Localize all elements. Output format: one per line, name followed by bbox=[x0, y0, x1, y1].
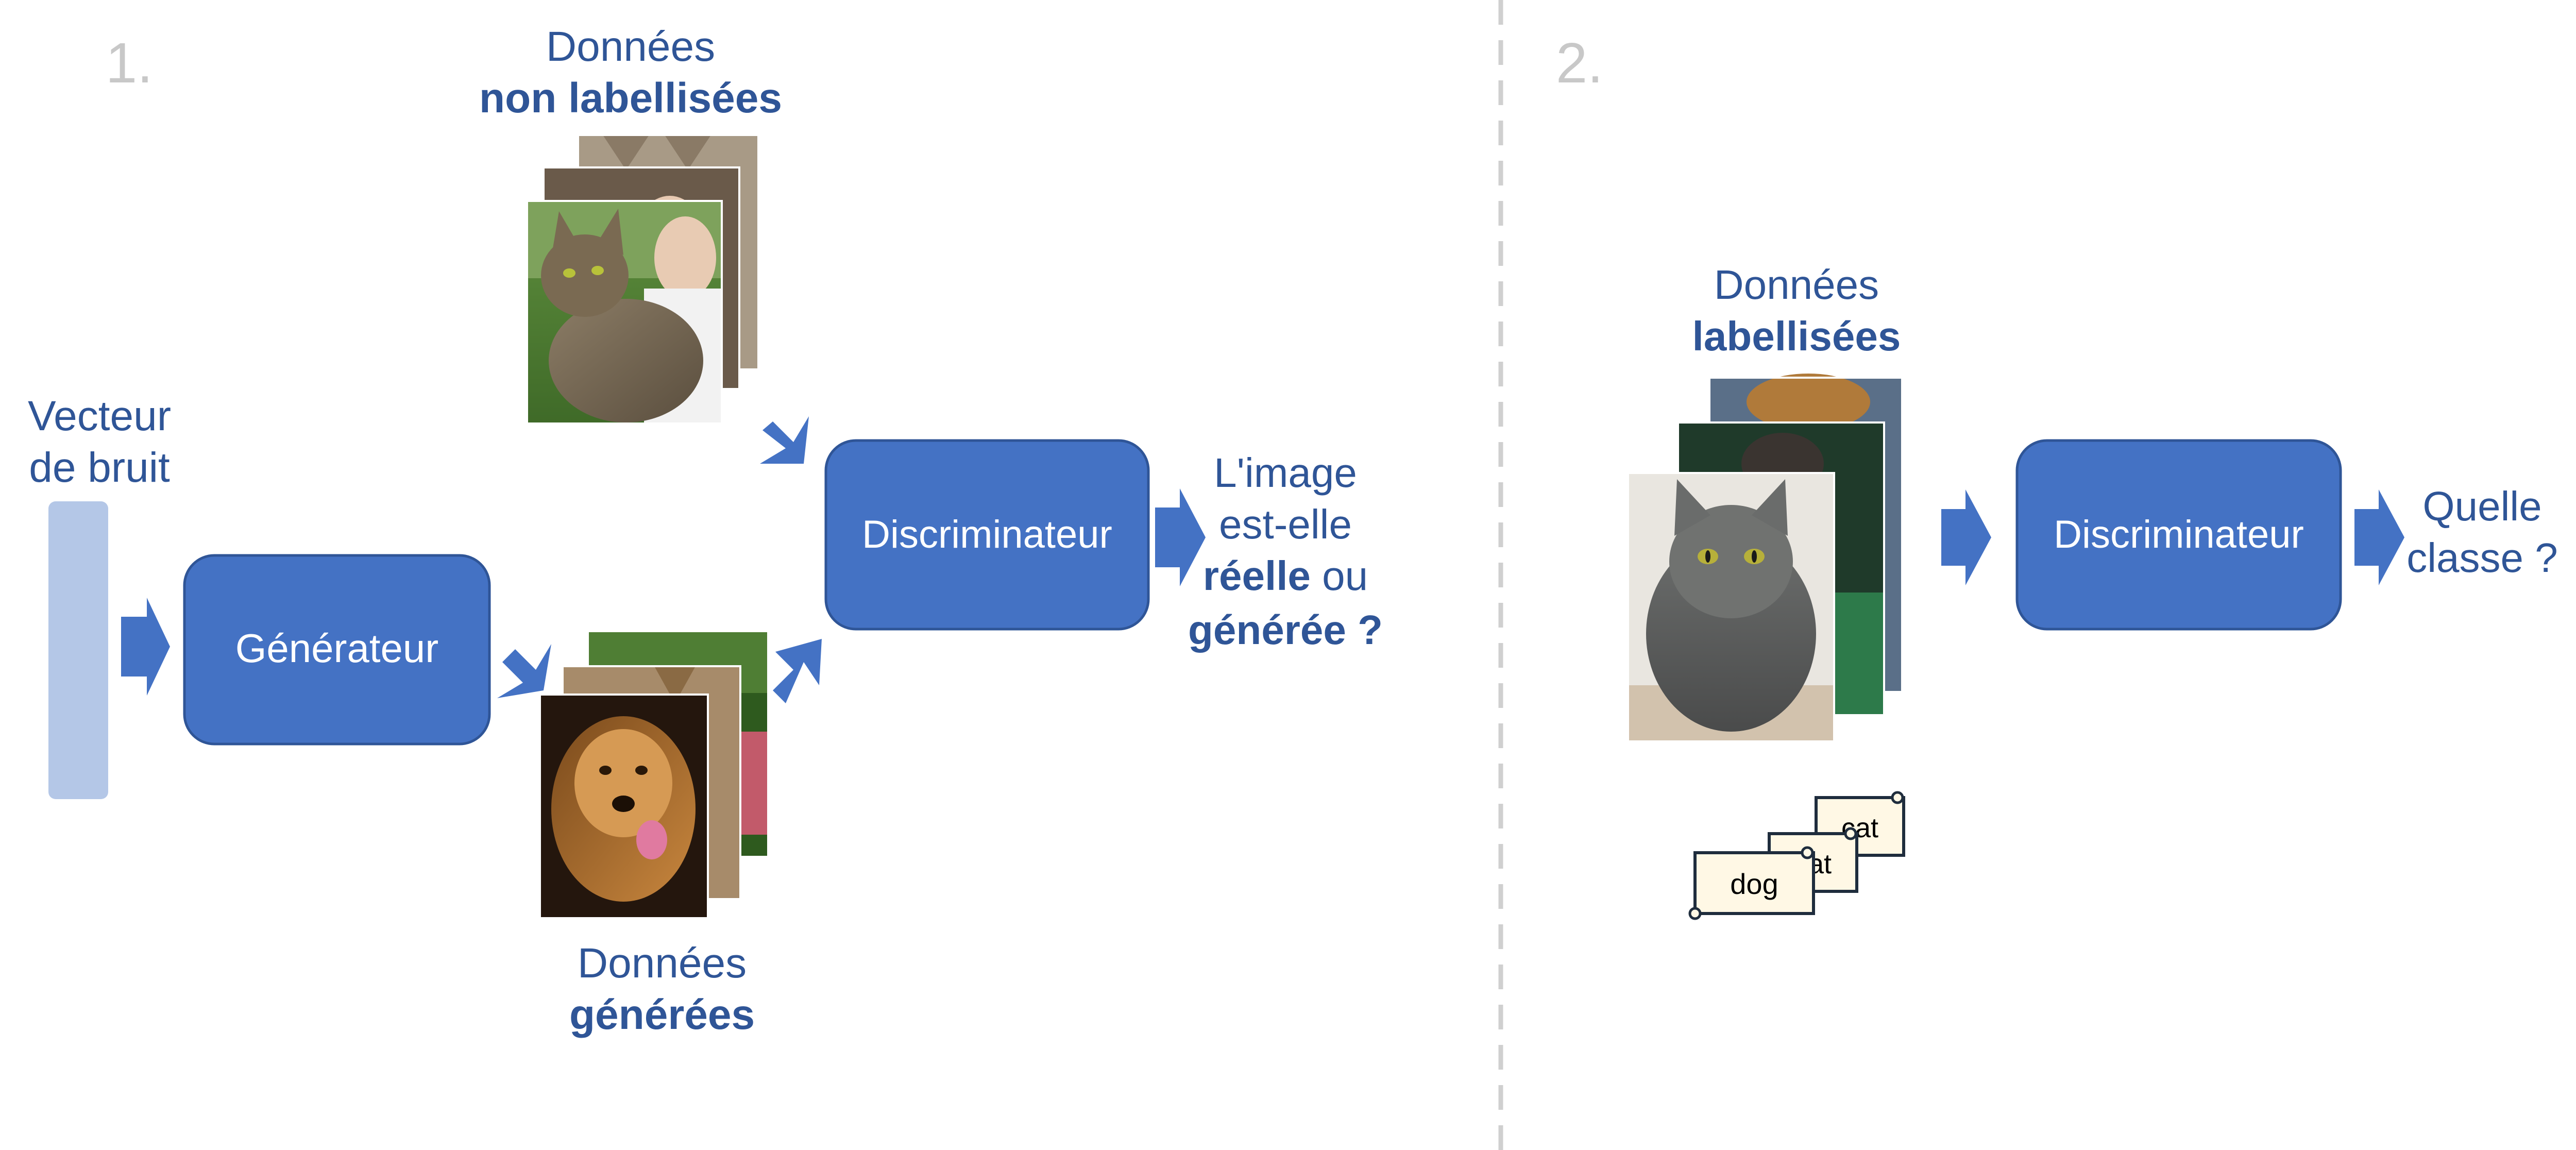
class-question-line1: Quelle bbox=[2422, 483, 2541, 529]
generated-title-line1: Données bbox=[578, 940, 747, 987]
question-line3: réelle ou bbox=[1203, 553, 1368, 599]
arrow-right-icon bbox=[1155, 488, 1206, 586]
question-rest-word: ou bbox=[1311, 553, 1368, 599]
labeled-image-stack bbox=[1627, 374, 1903, 742]
label-scroll-stack: cat cat dog bbox=[1688, 791, 1905, 920]
discriminator-label-2: Discriminateur bbox=[2054, 513, 2304, 556]
discriminator-box-2 bbox=[2015, 439, 2342, 631]
scroll-label-text-1: dog bbox=[1730, 868, 1778, 900]
arrow-diagonal-up-icon bbox=[773, 639, 822, 703]
noise-label-line2: de bruit bbox=[29, 444, 170, 491]
question-line1: L'image bbox=[1214, 450, 1357, 496]
class-question-line2: classe ? bbox=[2406, 535, 2557, 581]
question-line2: est-elle bbox=[1219, 501, 1352, 547]
discriminator-box-1 bbox=[824, 439, 1150, 631]
unlabeled-title-line2: non labellisées bbox=[479, 75, 782, 122]
step-number-2: 2. bbox=[1556, 31, 1603, 95]
unlabeled-image-stack bbox=[526, 134, 759, 425]
arrow-diagonal-down-icon bbox=[760, 416, 809, 464]
generator-box bbox=[183, 554, 491, 746]
labeled-title-line1: Données bbox=[1714, 262, 1879, 308]
step-number-1: 1. bbox=[106, 31, 153, 95]
arrow-right-icon bbox=[2354, 489, 2404, 585]
question-line4: générée ? bbox=[1188, 607, 1383, 653]
generated-title-line2: générées bbox=[569, 991, 755, 1038]
question-bold-word: réelle bbox=[1203, 553, 1311, 599]
unlabeled-title-line1: Données bbox=[546, 23, 715, 70]
gray-cat-photo bbox=[1627, 472, 1835, 742]
generator-label: Générateur bbox=[235, 625, 439, 671]
arrow-right-icon bbox=[121, 598, 170, 696]
noise-vector-bar bbox=[48, 501, 108, 799]
labeled-title-line2: labellisées bbox=[1692, 313, 1901, 359]
arrow-diagonal-down-icon bbox=[497, 644, 551, 698]
arrow-right-icon bbox=[1941, 489, 1991, 585]
scroll-label-icon: dog bbox=[1688, 846, 1815, 920]
golden-retriever-photo bbox=[539, 694, 709, 919]
generated-image-stack bbox=[539, 630, 769, 919]
discriminator-label-1: Discriminateur bbox=[862, 513, 1112, 556]
noise-label-line1: Vecteur bbox=[28, 393, 171, 439]
cat-photo bbox=[526, 200, 723, 425]
